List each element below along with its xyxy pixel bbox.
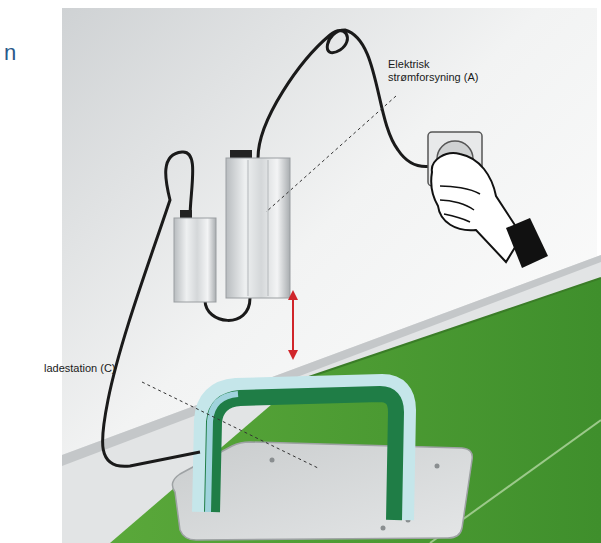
part-label: Elektrisk strømforsyning (A) <box>388 58 500 84</box>
text-fragment: n <box>4 40 16 66</box>
part-label: ladestation (C) <box>44 362 116 375</box>
